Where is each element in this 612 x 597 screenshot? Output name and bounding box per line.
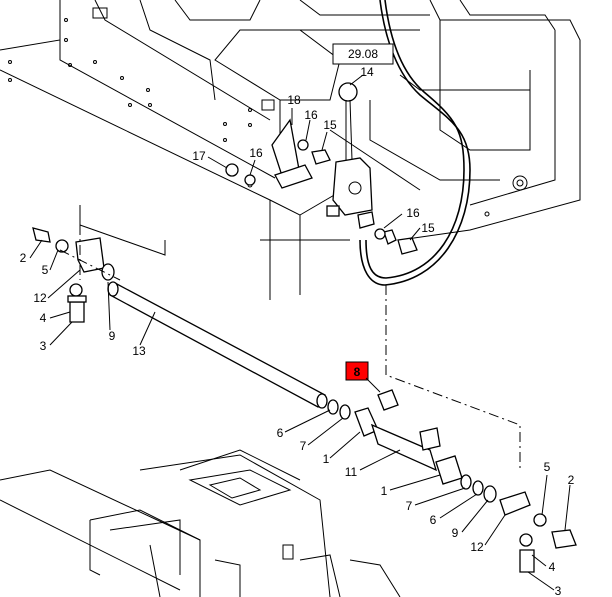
- label-2-left: 2: [20, 251, 27, 265]
- label-3-left: 3: [40, 339, 47, 353]
- label-9-right: 9: [452, 526, 459, 540]
- label-13: 13: [132, 344, 146, 358]
- label-2-right: 2: [568, 473, 575, 487]
- label-15a: 15: [323, 118, 337, 132]
- reference-box-text: 29.08: [348, 47, 378, 61]
- label-16a: 16: [304, 108, 318, 122]
- label-6-mid: 6: [277, 426, 284, 440]
- label-7b: 7: [406, 499, 413, 513]
- label-18: 18: [287, 93, 301, 107]
- center-hardware: [327, 389, 577, 573]
- center-lines: [59, 205, 521, 470]
- cross-reference-box: 29.08: [332, 43, 394, 65]
- label-14: 14: [360, 65, 374, 79]
- label-16c: 16: [406, 206, 420, 220]
- lower-frame: [0, 449, 401, 597]
- left-hardware: [32, 227, 115, 323]
- part-8-label[interactable]: 8: [354, 365, 361, 379]
- control-cable: [359, 0, 471, 286]
- label-7-mid: 7: [300, 439, 307, 453]
- leader-lines: [29, 74, 571, 591]
- label-16b: 16: [249, 146, 263, 160]
- label-4-left: 4: [40, 311, 47, 325]
- label-1a: 1: [323, 452, 330, 466]
- label-12-left: 12: [33, 291, 47, 305]
- label-1b: 1: [381, 484, 388, 498]
- label-9-left: 9: [109, 329, 116, 343]
- label-5-left: 5: [42, 263, 49, 277]
- label-4-right: 4: [549, 560, 556, 574]
- label-11: 11: [345, 465, 358, 479]
- label-6b: 6: [430, 513, 437, 527]
- label-3-right: 3: [555, 584, 562, 597]
- label-12-right: 12: [470, 540, 484, 554]
- shaft-13: [107, 281, 328, 409]
- label-15b: 15: [421, 221, 435, 235]
- control-lever: [326, 82, 375, 229]
- bracket-18: [225, 118, 418, 255]
- part-labels: 14 18 16 15 17 16 16 15 2 5 12 4 3 9 13 …: [20, 65, 575, 597]
- highlighted-part-8[interactable]: 8: [345, 361, 381, 393]
- label-5-right: 5: [544, 460, 551, 474]
- label-17: 17: [192, 149, 206, 163]
